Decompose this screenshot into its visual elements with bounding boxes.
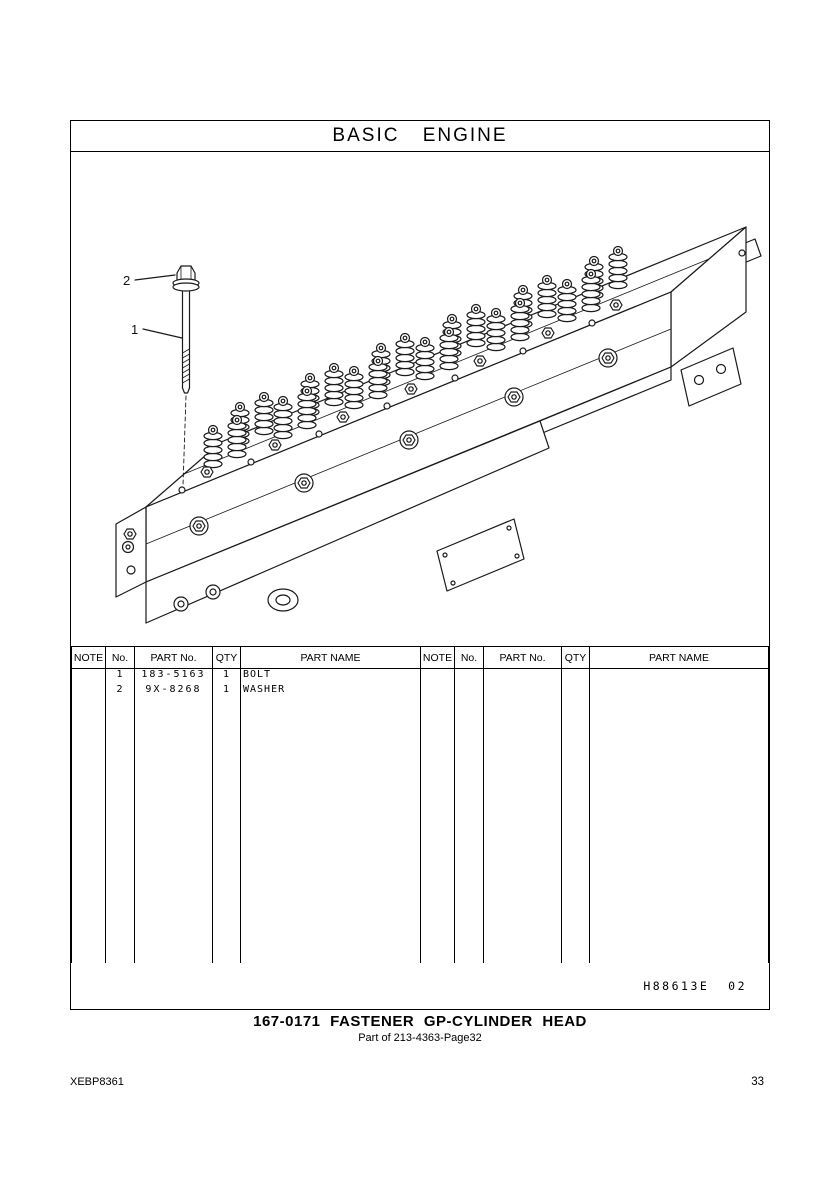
- figure-caption: 167-0171 FASTENER GP-CYLINDER HEAD Part …: [70, 1013, 770, 1044]
- cell-part-name: BOLT: [240, 668, 421, 684]
- cell-empty: [71, 698, 106, 963]
- cell-note: [71, 668, 106, 684]
- cell-empty: [105, 698, 135, 963]
- cell-no: 1: [105, 668, 135, 684]
- table-header-row: NOTE No. PART No. QTY PART NAME NOTE No.…: [71, 646, 769, 669]
- cell-empty: [454, 668, 484, 684]
- table-filler-row: [71, 698, 769, 963]
- table-row: 2 9X-8268 1 WASHER: [71, 683, 769, 699]
- header-no: No.: [105, 646, 135, 669]
- cell-empty: [420, 683, 455, 699]
- cell-empty: [561, 668, 590, 684]
- cell-part-no: 9X-8268: [134, 683, 213, 699]
- document-number: XEBP8361: [70, 1076, 124, 1088]
- cell-empty: [240, 698, 421, 963]
- header-part-name: PART NAME: [589, 646, 769, 669]
- cell-empty: [561, 698, 590, 963]
- cell-note: [71, 683, 106, 699]
- header-part-no: PART No.: [134, 646, 213, 669]
- callout-2-label: 2: [123, 273, 130, 288]
- header-no: No.: [454, 646, 484, 669]
- parts-table: NOTE No. PART No. QTY PART NAME NOTE No.…: [71, 646, 769, 963]
- cell-empty: [454, 698, 484, 963]
- reference-area: H88613E 02: [71, 963, 769, 1005]
- cell-empty: [483, 683, 562, 699]
- content-frame: BASIC ENGINE: [70, 120, 770, 1010]
- header-qty: QTY: [561, 646, 590, 669]
- cell-empty: [483, 698, 562, 963]
- header-note: NOTE: [71, 646, 106, 669]
- header-part-name: PART NAME: [240, 646, 421, 669]
- cell-empty: [420, 698, 455, 963]
- cell-no: 2: [105, 683, 135, 699]
- callout-1-label: 1: [131, 322, 138, 337]
- header-qty: QTY: [212, 646, 241, 669]
- cell-empty: [483, 668, 562, 684]
- cell-qty: 1: [212, 668, 241, 684]
- bolt-illustration: [172, 265, 200, 486]
- cell-empty: [589, 683, 769, 699]
- figure-caption-title: 167-0171 FASTENER GP-CYLINDER HEAD: [253, 1013, 587, 1030]
- callout-labels: 2 1: [123, 273, 138, 337]
- drawing-reference-code: H88613E 02: [643, 978, 747, 993]
- cell-empty: [561, 683, 590, 699]
- cell-empty: [134, 698, 213, 963]
- page-title: BASIC ENGINE: [71, 121, 769, 152]
- cell-empty: [212, 698, 241, 963]
- header-part-no: PART No.: [483, 646, 562, 669]
- figure-caption-subtitle: Part of 213-4363-Page32: [358, 1032, 482, 1044]
- page-number: 33: [751, 1076, 764, 1088]
- cell-part-no: 183-5163: [134, 668, 213, 684]
- callout-leader-lines: [134, 274, 183, 339]
- cell-qty: 1: [212, 683, 241, 699]
- parts-drawing-svg: 2 1: [115, 226, 762, 624]
- cell-empty: [589, 668, 769, 684]
- table-row: 1 183-5163 1 BOLT: [71, 668, 769, 684]
- cell-empty: [420, 668, 455, 684]
- cell-part-name: WASHER: [240, 683, 421, 699]
- casting-details: [121, 249, 746, 612]
- cell-empty: [589, 698, 769, 963]
- cell-empty: [454, 683, 484, 699]
- header-note: NOTE: [420, 646, 455, 669]
- technical-drawing: 2 1: [71, 152, 769, 646]
